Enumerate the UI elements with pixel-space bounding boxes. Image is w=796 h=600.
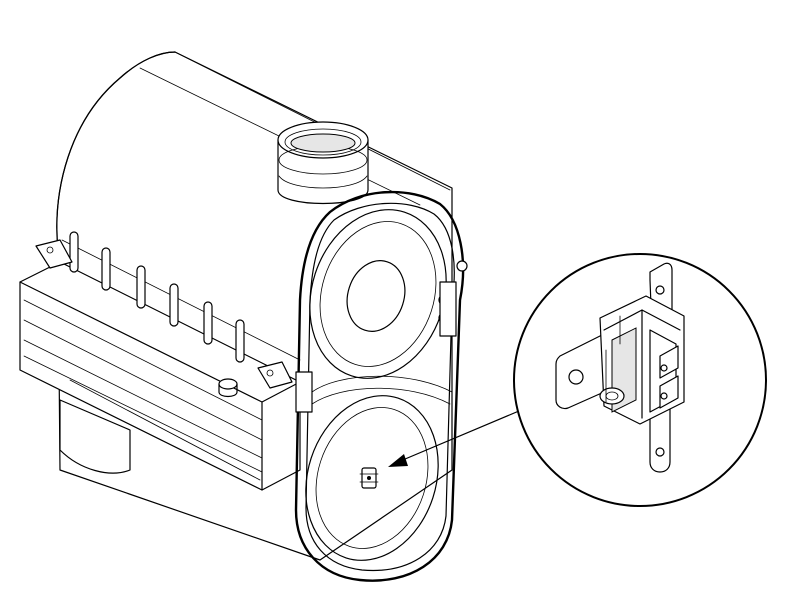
thermostat-switch-detail bbox=[555, 262, 685, 473]
ribbed-side-panel bbox=[19, 231, 301, 491]
front-end-plate bbox=[294, 190, 468, 582]
inlet-collar bbox=[277, 121, 369, 205]
callout-arrow bbox=[388, 407, 527, 467]
